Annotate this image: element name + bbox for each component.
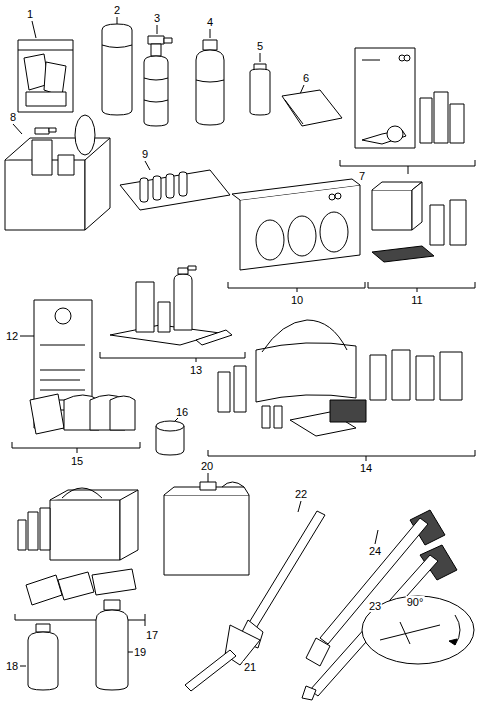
callout-number: 14 xyxy=(359,462,373,474)
callout-number: 4 xyxy=(206,16,214,28)
callout-number: 7 xyxy=(358,170,366,182)
callout-number: 16 xyxy=(175,406,189,418)
wipes-item xyxy=(30,394,135,434)
callout-number: 8 xyxy=(9,111,17,123)
rotation-detail xyxy=(362,596,474,664)
can-item xyxy=(102,24,132,115)
tray-item xyxy=(120,170,230,210)
kit-set xyxy=(372,182,466,262)
bag-item xyxy=(18,40,73,112)
caddy-item xyxy=(5,115,110,230)
scraper-21 xyxy=(185,625,260,691)
callout-number: 21 xyxy=(243,661,257,673)
tin-item xyxy=(156,421,184,455)
small-can xyxy=(250,64,270,115)
bottle-item xyxy=(196,40,224,125)
callout-number: 3 xyxy=(153,12,161,24)
leader-lines xyxy=(13,17,380,666)
callout-number: 13 xyxy=(189,364,203,376)
canister-item xyxy=(164,482,249,575)
spray-bottle xyxy=(144,36,172,126)
callout-number: 12 xyxy=(5,330,19,342)
callout-number: 2 xyxy=(113,4,121,16)
callout-number: 90° xyxy=(406,596,425,608)
callout-number: 11 xyxy=(410,294,423,306)
callout-number: 23 xyxy=(368,600,382,612)
callout-number: 20 xyxy=(200,460,214,472)
cleaner-set xyxy=(110,266,232,345)
bottles-18-19 xyxy=(28,600,128,690)
callout-number: 5 xyxy=(256,40,264,52)
care-bag-set xyxy=(218,320,462,436)
callout-number: 15 xyxy=(70,455,84,467)
care-bag-17 xyxy=(18,488,138,605)
callout-number: 22 xyxy=(294,488,308,500)
callout-number: 10 xyxy=(290,294,304,306)
box-item xyxy=(232,179,360,270)
callout-number: 19 xyxy=(133,646,147,658)
kit-box xyxy=(355,48,464,148)
callout-number: 18 xyxy=(5,660,19,672)
callout-number: 24 xyxy=(368,545,382,557)
callout-number: 17 xyxy=(145,629,159,641)
callout-number: 1 xyxy=(26,8,34,20)
callout-number: 9 xyxy=(141,148,149,160)
cloth-item xyxy=(282,90,342,126)
callout-number: 6 xyxy=(302,72,310,84)
